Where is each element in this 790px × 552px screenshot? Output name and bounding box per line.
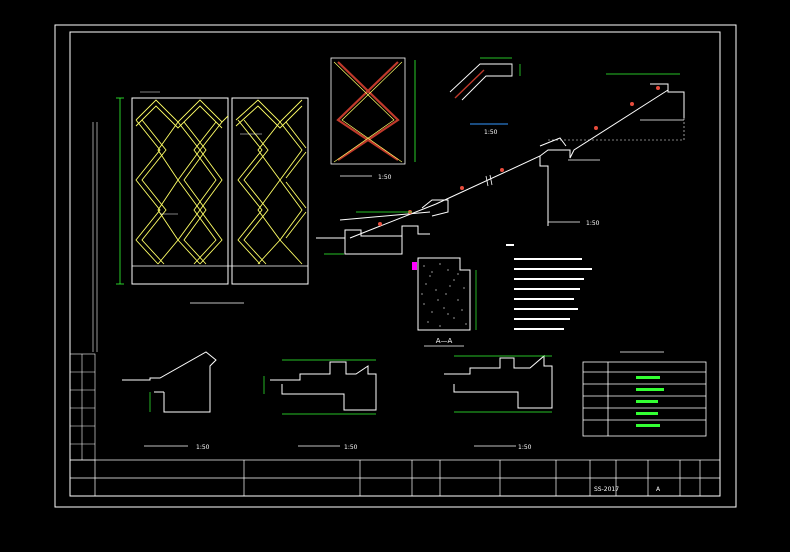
- scale-label-two: 1:50: [344, 444, 358, 451]
- scale-label-one: 1:50: [196, 444, 210, 451]
- slope-markers: [378, 86, 660, 226]
- scale-label-brace: 1:50: [378, 174, 392, 181]
- inner-border: [69, 31, 721, 497]
- joint-detail: [449, 57, 521, 125]
- quantities-values: [636, 376, 664, 427]
- quantities-table: [582, 361, 707, 437]
- slope-cross-section: [316, 73, 685, 255]
- section-one: [122, 351, 217, 447]
- section-three: [444, 354, 553, 447]
- brace-members: [336, 61, 400, 161]
- title-block: [69, 459, 721, 497]
- lattice-beams: [135, 99, 307, 265]
- section-label: A—A: [436, 337, 453, 345]
- concrete-hatch: [421, 263, 467, 327]
- lattice-panel-elevation: [92, 91, 309, 352]
- scale-label-slope: 1:50: [586, 220, 600, 227]
- scale-label-joint: 1:50: [484, 129, 498, 136]
- cut-marker-icon: [485, 174, 493, 187]
- panel-right-outline: [231, 97, 309, 285]
- drawing-number: SS-2017: [594, 486, 619, 493]
- scale-label-three: 1:50: [518, 444, 532, 451]
- section-arrow-icon: [412, 262, 417, 270]
- panel-left-outline: [131, 97, 229, 285]
- general-notes: [506, 244, 592, 330]
- section-a-a: A—A: [412, 257, 477, 347]
- side-note-column: [92, 122, 98, 352]
- outer-border: [54, 24, 737, 508]
- revision-strip: [69, 353, 96, 461]
- sheet-letter: A: [656, 486, 661, 493]
- section-two: [263, 359, 377, 447]
- brace-detail: [330, 57, 416, 177]
